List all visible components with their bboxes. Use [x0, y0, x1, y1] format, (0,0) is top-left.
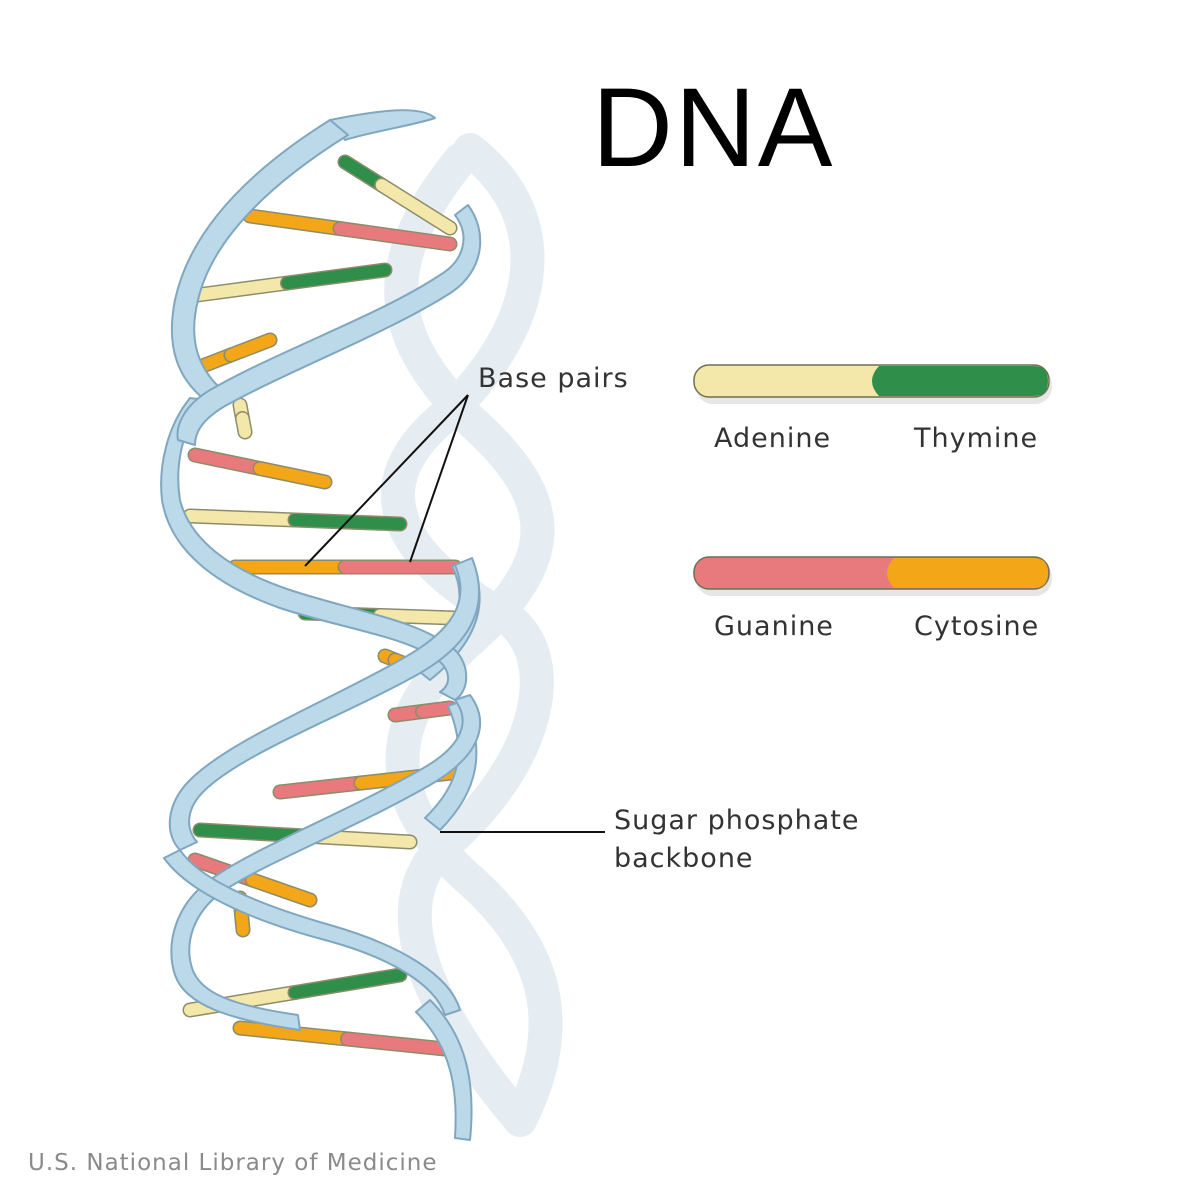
helix-shadow [381, 133, 563, 1137]
base-pairs-label: Base pairs [478, 363, 629, 394]
base-right [281, 264, 391, 289]
page-title: DNA [592, 65, 835, 190]
base-right [341, 1033, 461, 1056]
legend [693, 364, 1052, 596]
legend-cytosine-label: Cytosine [914, 611, 1040, 642]
backbone-segment [329, 109, 436, 141]
base-right [416, 702, 456, 718]
legend-bar-right [872, 366, 1048, 396]
base-right [225, 334, 276, 361]
base-left [274, 777, 367, 798]
backbone-strand-b-bottom [163, 849, 461, 1016]
base-left [189, 449, 266, 475]
legend-bar-right [887, 558, 1048, 588]
base-pairs-leader-2 [409, 394, 469, 563]
base-left [194, 824, 311, 842]
base-right [375, 179, 456, 234]
leader-lines [304, 394, 605, 833]
base-right [254, 462, 331, 488]
base-right [236, 412, 251, 438]
base-left [244, 210, 346, 235]
base-right [374, 609, 461, 624]
backbone-strand-a-bottom [170, 694, 482, 1031]
credit-text: U.S. National Library of Medicine [28, 1150, 438, 1176]
base-right [334, 222, 456, 250]
base-right [246, 874, 316, 906]
legend-adenine-label: Adenine [714, 423, 832, 454]
base-left [184, 510, 301, 526]
legend-thymine-label: Thymine [914, 423, 1039, 454]
backbone-segment [415, 999, 473, 1141]
base-pair-rungs [182, 154, 468, 1058]
legend-guanine-label: Guanine [714, 611, 834, 642]
backbone-strand-b-mid [168, 557, 481, 851]
base-left [184, 277, 294, 302]
backbone-strand-b [176, 204, 482, 446]
backbone-label: Sugar phosphate backbone [614, 805, 860, 875]
base-right [289, 969, 406, 999]
base-right [235, 908, 249, 936]
backbone-strand-a-lower [160, 397, 468, 701]
base-pairs-leader-1 [304, 394, 469, 567]
sugar-phosphate-backbone [160, 109, 482, 1141]
base-left [234, 1022, 354, 1045]
